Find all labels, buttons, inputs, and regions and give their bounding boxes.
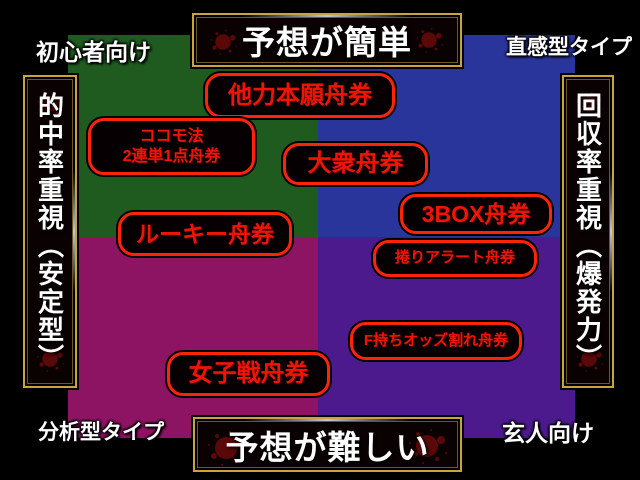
ticket-label-text: ココモ法	[139, 127, 204, 145]
splatter-icon	[215, 34, 231, 50]
splatter-icon	[581, 96, 597, 112]
corner-label-beginner: 初心者向け	[36, 39, 151, 65]
splatter-icon	[421, 32, 437, 48]
corner-label-expert: 玄人向け	[502, 420, 594, 446]
axis-left-label: 的中率重視（安定型）	[34, 91, 65, 372]
splatter-icon	[215, 437, 237, 459]
ticket-label: ココモ法 2連単1点舟券	[88, 118, 255, 175]
axis-right-label: 回収率重視（爆発力）	[572, 91, 603, 372]
ticket-label: 他力本願舟券	[205, 73, 395, 118]
ticket-label-text: 3BOX舟券	[421, 200, 531, 227]
splatter-icon	[416, 435, 438, 457]
splatter-icon	[42, 96, 58, 112]
axis-banner-right: 回収率重視（爆発力）	[562, 75, 614, 388]
ticket-label: 捲りアラート舟券	[373, 240, 537, 277]
ticket-label: 3BOX舟券	[400, 194, 552, 234]
ticket-label-text: 2連単1点舟券	[122, 147, 221, 165]
ticket-label: ルーキー舟券	[118, 212, 292, 256]
splatter-icon	[42, 351, 58, 367]
ticket-label-text: ルーキー舟券	[136, 220, 274, 247]
axis-top-label: 予想が簡単	[242, 24, 412, 61]
axis-bottom-label: 予想が難しい	[225, 428, 430, 466]
corner-label-intuitive-type: 直感型タイプ	[506, 36, 632, 59]
ticket-label: 大衆舟券	[283, 143, 428, 185]
ticket-label-text: 捲りアラート舟券	[394, 249, 515, 267]
ticket-label: F持ちオッズ割れ舟券	[350, 322, 522, 360]
ticket-label-text: F持ちオッズ割れ舟券	[363, 331, 509, 349]
splatter-icon	[581, 351, 597, 367]
axis-banner-left: 的中率重視（安定型）	[23, 75, 77, 388]
ticket-label-text: 女子戦舟券	[188, 360, 309, 387]
ticket-label-text: 他力本願舟券	[228, 81, 372, 109]
axis-banner-top: 予想が簡単	[192, 13, 462, 67]
quadrant-bottom-left	[68, 237, 318, 438]
corner-label-analytical-type: 分析型タイプ	[38, 421, 164, 444]
axis-banner-bottom: 予想が難しい	[193, 417, 462, 472]
ticket-label-text: 大衆舟券	[307, 150, 404, 177]
ticket-label: 女子戦舟券	[167, 352, 330, 396]
